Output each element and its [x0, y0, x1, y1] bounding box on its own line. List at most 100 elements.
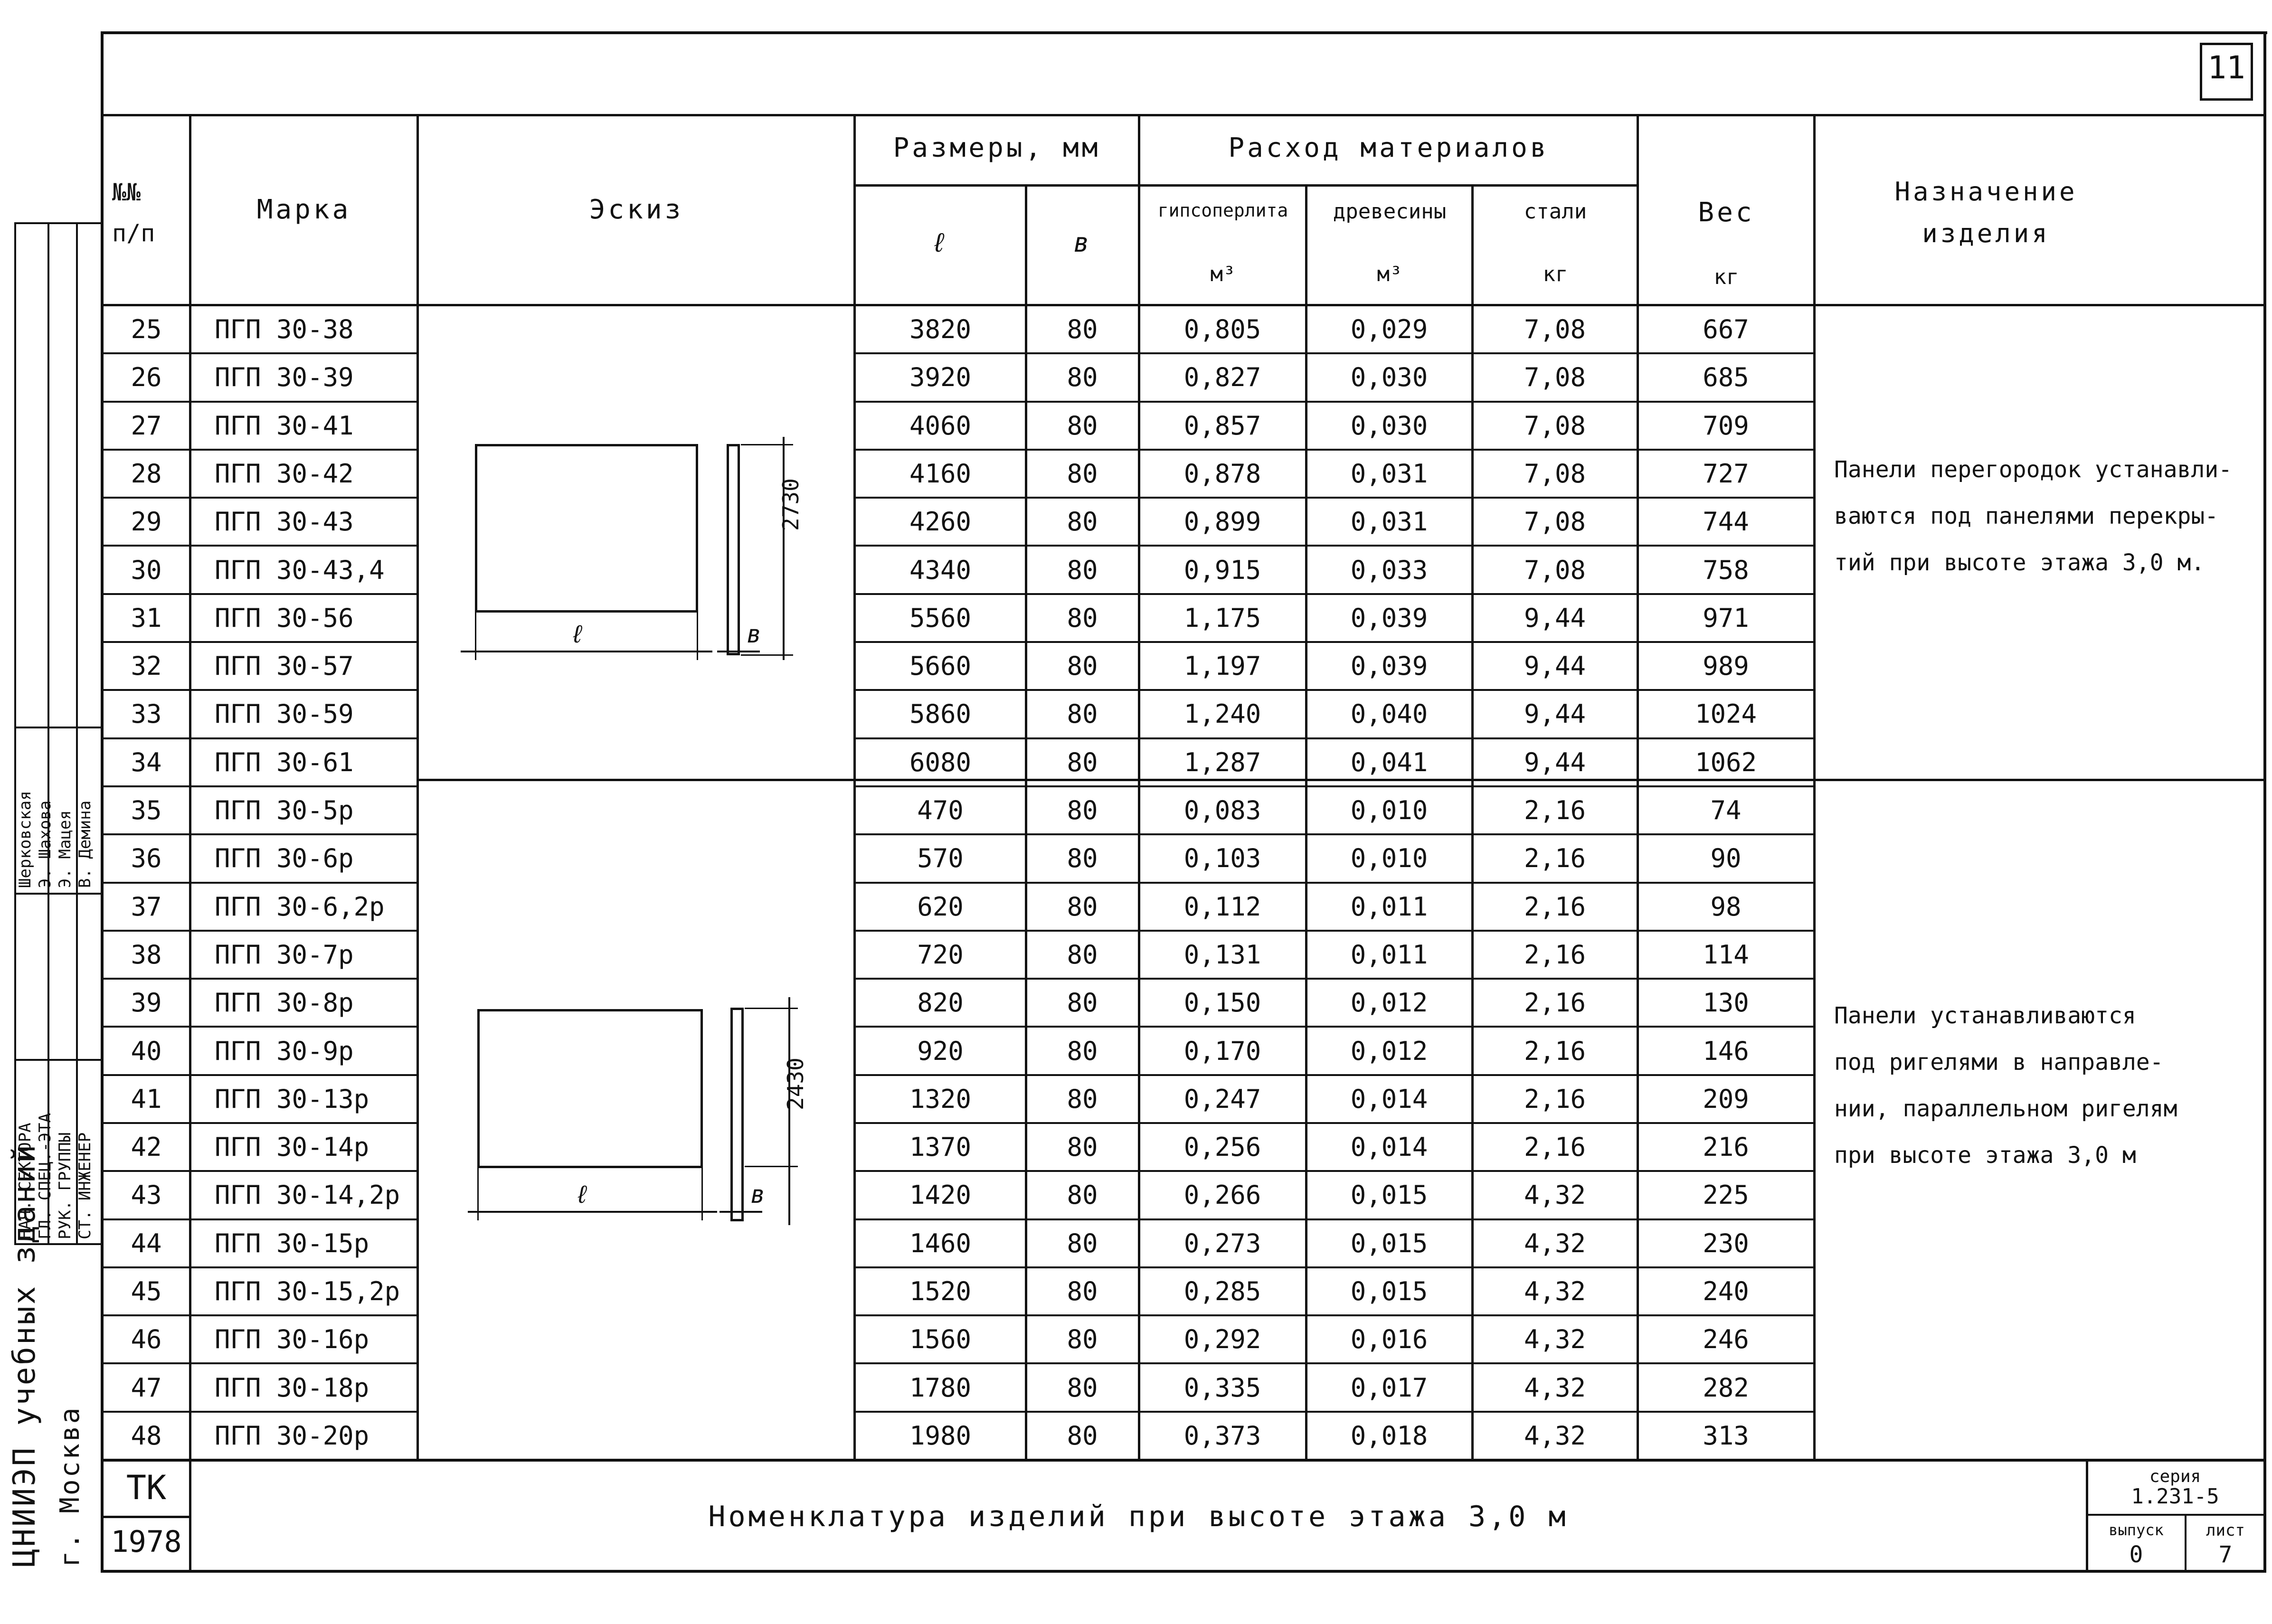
stamp-vline-2 [47, 222, 49, 1243]
table-cell-num: 44 [131, 1228, 162, 1258]
table-cell-b: 80 [1067, 507, 1098, 537]
table-cell-mark: ПГП 30-20р [215, 1420, 369, 1451]
table-cell-gyps: 1,287 [1183, 747, 1261, 777]
table-cell-steel: 9,44 [1524, 747, 1586, 777]
table-cell-gyps: 1,175 [1183, 603, 1261, 633]
table-cell-mark: ПГП 30-18р [215, 1372, 369, 1403]
table-cell-steel: 2,16 [1524, 1036, 1586, 1066]
page-number: 11 [2207, 49, 2245, 86]
table-cell-b: 80 [1067, 1276, 1098, 1306]
stamp-role-3: РУК. ГРУППЫ [56, 1132, 75, 1239]
table-cell-steel: 7,08 [1524, 314, 1586, 345]
table-cell-mark: ПГП 30-14,2р [215, 1180, 400, 1210]
row-separator [855, 1122, 1815, 1124]
table-cell-l: 470 [917, 795, 964, 826]
table-cell-wood: 0,012 [1350, 1036, 1428, 1066]
row-separator [102, 400, 418, 403]
table-cell-steel: 9,44 [1524, 699, 1586, 729]
table-cell-weight: 225 [1703, 1180, 1749, 1210]
table-cell-gyps: 0,899 [1183, 507, 1261, 537]
stamp-vline-1 [14, 222, 16, 1243]
table-cell-gyps: 0,266 [1183, 1180, 1261, 1210]
table-cell-gyps: 0,292 [1183, 1324, 1261, 1355]
table-cell-b: 80 [1067, 843, 1098, 874]
table-cell-b: 80 [1067, 891, 1098, 922]
table-cell-steel: 2,16 [1524, 795, 1586, 826]
table-cell-l: 620 [917, 891, 964, 922]
table-cell-gyps: 0,915 [1183, 555, 1261, 585]
table-cell-steel: 4,32 [1524, 1372, 1586, 1403]
table-cell-num: 32 [131, 651, 162, 681]
row-separator [855, 1026, 1815, 1028]
table-cell-l: 1560 [909, 1324, 972, 1355]
row-separator [102, 737, 418, 739]
table-cell-weight: 74 [1710, 795, 1742, 826]
table-cell-weight: 209 [1703, 1084, 1749, 1114]
row-separator [102, 545, 418, 547]
stamp-vline-3 [76, 222, 78, 1243]
row-separator [102, 1074, 418, 1076]
table-cell-weight: 130 [1703, 988, 1749, 1018]
table-cell-l: 1420 [909, 1180, 972, 1210]
row-separator [102, 352, 418, 355]
issue-label: выпуск [2109, 1521, 2164, 1539]
table-cell-gyps: 0,857 [1183, 410, 1261, 441]
table-cell-mark: ПГП 30-59 [215, 699, 354, 729]
table-cell-l: 1980 [909, 1420, 972, 1451]
row-separator [855, 1314, 1815, 1317]
table-cell-wood: 0,039 [1350, 651, 1428, 681]
row-separator [855, 833, 1815, 836]
row-separator [855, 881, 1815, 884]
table-cell-weight: 744 [1703, 507, 1749, 537]
sketch-1-ext-left [475, 613, 476, 660]
row-separator [855, 1362, 1815, 1365]
table-cell-weight: 667 [1703, 314, 1749, 345]
table-cell-mark: ПГП 30-43 [215, 507, 354, 537]
sketch-1-length-label: ℓ [570, 620, 585, 649]
table-cell-wood: 0,011 [1350, 891, 1428, 922]
table-cell-weight: 90 [1710, 843, 1742, 874]
group-separator [418, 779, 2266, 781]
row-separator [855, 689, 1815, 691]
table-cell-l: 570 [917, 843, 964, 874]
table-cell-num: 41 [131, 1084, 162, 1114]
table-cell-l: 4260 [909, 507, 972, 537]
row-separator [855, 1170, 1815, 1172]
row-separator [855, 1218, 1815, 1220]
table-cell-mark: ПГП 30-38 [215, 314, 354, 345]
header-weight-unit: кг [1713, 265, 1739, 289]
table-cell-b: 80 [1067, 1228, 1098, 1258]
row-separator [855, 352, 1815, 355]
sketch-1-dim-width [717, 651, 760, 652]
table-cell-b: 80 [1067, 1132, 1098, 1162]
sketch-2-width-label: в [750, 1180, 766, 1209]
table-cell-wood: 0,017 [1350, 1372, 1428, 1403]
row-separator [102, 978, 418, 980]
table-cell-num: 31 [131, 603, 162, 633]
row-separator [102, 497, 418, 499]
col-sep-gyps [1305, 185, 1307, 1461]
header-sizes: Размеры, мм [893, 132, 1101, 163]
row-separator [855, 785, 1815, 787]
header-steel-unit: кг [1543, 262, 1568, 286]
header-weight: Вес [1698, 197, 1755, 228]
row-separator [102, 1170, 418, 1172]
table-cell-wood: 0,010 [1350, 843, 1428, 874]
table-cell-steel: 2,16 [1524, 1084, 1586, 1114]
table-cell-steel: 7,08 [1524, 555, 1586, 585]
table-cell-num: 39 [131, 988, 162, 1018]
stamp-name-3: Э. Мацея [56, 810, 75, 888]
row-separator [102, 1314, 418, 1317]
table-cell-b: 80 [1067, 410, 1098, 441]
title-caption: Номенклатура изделий при высоте этажа 3,… [708, 1500, 1569, 1533]
table-cell-b: 80 [1067, 651, 1098, 681]
table-cell-gyps: 0,878 [1183, 459, 1261, 489]
row-separator [855, 1410, 1815, 1413]
table-cell-b: 80 [1067, 1324, 1098, 1355]
table-cell-steel: 2,16 [1524, 939, 1586, 970]
table-cell-weight: 146 [1703, 1036, 1749, 1066]
table-cell-b: 80 [1067, 1372, 1098, 1403]
sketch-2-panel-side [730, 1008, 744, 1221]
title-code-sep [102, 1516, 190, 1518]
row-separator [855, 978, 1815, 980]
